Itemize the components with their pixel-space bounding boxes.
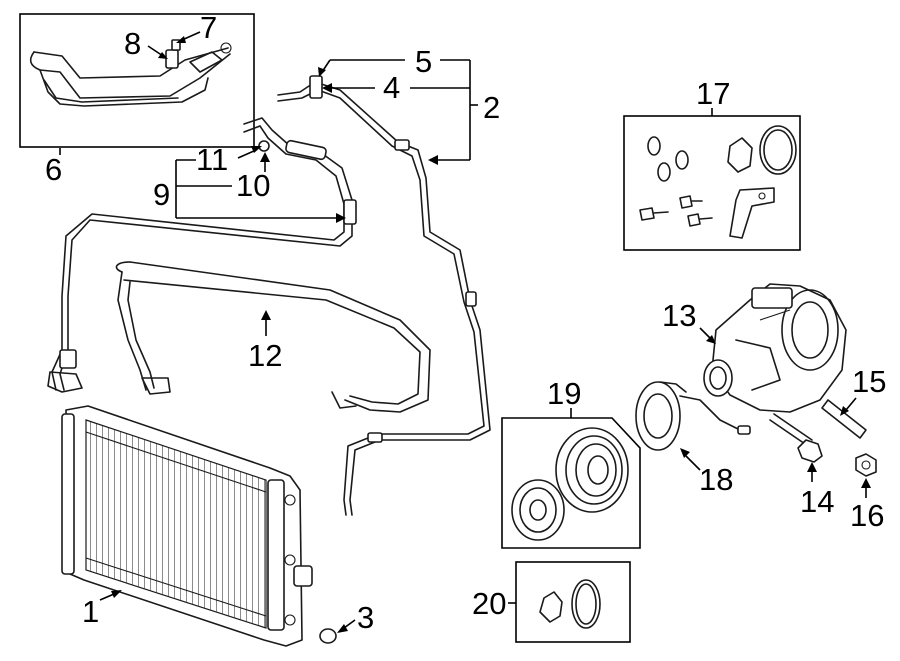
arrow-2 bbox=[428, 155, 438, 165]
part-19-box bbox=[501, 417, 641, 549]
seal-set-part-20 bbox=[539, 579, 601, 629]
clutch-pulley-part-19 bbox=[511, 427, 629, 541]
callout-13: 13 bbox=[662, 298, 696, 333]
nut-part-16 bbox=[855, 453, 877, 477]
callout-5: 5 bbox=[415, 44, 432, 79]
callout-18: 18 bbox=[699, 462, 733, 497]
leader-7 bbox=[181, 31, 201, 41]
hose-part-12 bbox=[115, 261, 431, 413]
arrow-18 bbox=[680, 448, 690, 458]
callout-20: 20 bbox=[472, 586, 506, 621]
callout-16: 16 bbox=[850, 498, 884, 533]
callout-2: 2 bbox=[483, 90, 500, 125]
arrow-9 bbox=[336, 213, 346, 223]
callout-8: 8 bbox=[124, 26, 141, 61]
leader-3 bbox=[343, 619, 356, 629]
o-ring-part-3 bbox=[319, 628, 337, 644]
arrow-12 bbox=[261, 310, 271, 320]
discharge-line-part-2 bbox=[277, 75, 491, 516]
callout-9: 9 bbox=[153, 177, 170, 212]
callout-12: 12 bbox=[248, 338, 282, 373]
arrow-1 bbox=[111, 590, 122, 598]
callout-10: 10 bbox=[236, 168, 270, 203]
part-20-box bbox=[515, 561, 631, 643]
leader-1 bbox=[99, 593, 115, 601]
arrow-14 bbox=[807, 462, 817, 472]
callout-4: 4 bbox=[383, 70, 400, 105]
callout-17: 17 bbox=[696, 76, 730, 111]
compressor-part-13 bbox=[703, 283, 847, 413]
arrow-8 bbox=[158, 52, 168, 59]
stud-part-15 bbox=[821, 399, 867, 439]
seal-kit-part-17 bbox=[639, 125, 797, 239]
bolt-part-14 bbox=[769, 413, 823, 463]
callout-3: 3 bbox=[357, 600, 374, 635]
part-17-box bbox=[623, 115, 801, 251]
leader-13 bbox=[699, 327, 711, 339]
arrow-16 bbox=[861, 478, 871, 488]
liquid-line-part-9 bbox=[47, 117, 357, 393]
condenser-part-1 bbox=[61, 405, 313, 647]
callout-15: 15 bbox=[852, 364, 886, 399]
part-6-box bbox=[19, 13, 255, 148]
arrow-7 bbox=[176, 36, 186, 43]
callout-7: 7 bbox=[200, 10, 217, 45]
clutch-coil-part-18 bbox=[635, 381, 751, 451]
callout-6: 6 bbox=[45, 152, 62, 187]
callout-14: 14 bbox=[800, 484, 834, 519]
arrow-11 bbox=[251, 146, 262, 153]
arrow-3 bbox=[337, 624, 348, 633]
arrow-5 bbox=[318, 67, 326, 77]
arrow-4 bbox=[322, 83, 332, 93]
callout-1: 1 bbox=[82, 594, 99, 629]
leader-15 bbox=[845, 397, 857, 411]
arrow-13 bbox=[706, 335, 716, 344]
arrow-10 bbox=[260, 152, 270, 162]
leader-18 bbox=[685, 455, 701, 471]
leader-11 bbox=[237, 149, 257, 159]
arrow-15 bbox=[840, 406, 849, 416]
callout-11: 11 bbox=[196, 142, 228, 177]
callout-19: 19 bbox=[547, 376, 581, 411]
